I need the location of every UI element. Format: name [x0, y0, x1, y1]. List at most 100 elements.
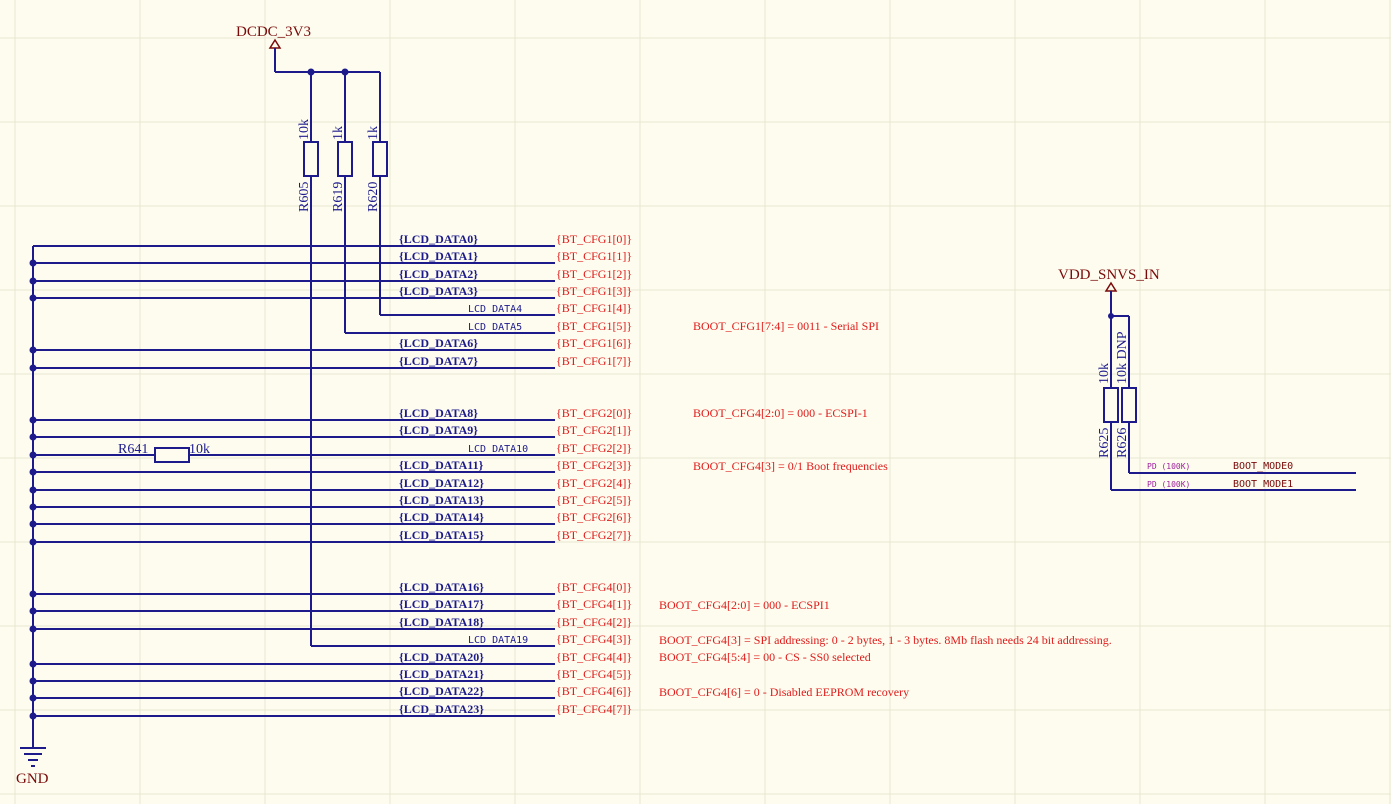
net-row: LCD_DATA19{BT_CFG4[3]}: [311, 632, 632, 647]
net-row: {LCD_DATA12} {BT_CFG2[4]}: [29, 476, 632, 494]
junction-dot: [29, 694, 37, 702]
net-row: {LCD_DATA22} {BT_CFG4[6]}: [29, 684, 632, 702]
net-row: {LCD_DATA3} {BT_CFG1[3]}: [29, 284, 632, 302]
net-row: {LCD_DATA0} {BT_CFG1[0]}: [33, 232, 632, 247]
net-row: LCD_DATA5 {BT_CFG1[5]}: [345, 319, 632, 334]
net-row: {LCD_DATA8} {BT_CFG2[0]}: [29, 406, 632, 424]
port-label[interactable]: {BT_CFG1[3]}: [556, 284, 632, 298]
boot-mode0-pd: PD (100K): [1147, 462, 1190, 471]
net-label: {LCD_DATA23}: [399, 702, 484, 716]
net-row: {LCD_DATA6}{BT_CFG1[6]}: [29, 336, 632, 354]
gnd-symbol: GND: [16, 747, 49, 787]
port-label[interactable]: {BT_CFG1[2]}: [556, 267, 632, 281]
port-label[interactable]: {BT_CFG4[4]}: [556, 650, 632, 664]
net-row: {LCD_DATA21} {BT_CFG4[5]}: [29, 667, 632, 685]
junction-dot: [29, 451, 37, 459]
port-label[interactable]: {BT_CFG1[1]}: [556, 249, 632, 263]
resistor-r626[interactable]: 10k DNP R626: [1115, 331, 1137, 473]
port-label[interactable]: {BT_CFG2[2]}: [556, 441, 632, 455]
net-label: {LCD_DATA14}: [399, 510, 484, 524]
junction-dot: [29, 364, 37, 372]
net-row: {LCD_DATA16}{BT_CFG4[0]}: [29, 580, 632, 598]
junction-dot: [29, 486, 37, 494]
port-label[interactable]: {BT_CFG4[5]}: [556, 667, 632, 681]
net-label: {LCD_DATA0}: [399, 232, 478, 246]
net-label: LCD_DATA5: [468, 322, 522, 333]
net-row: {LCD_DATA14} {BT_CFG2[6]}: [29, 510, 632, 528]
port-label[interactable]: {BT_CFG2[7]}: [556, 528, 632, 542]
net-row: {LCD_DATA17} {BT_CFG4[1]}: [29, 597, 632, 615]
port-label[interactable]: {BT_CFG1[7]}: [556, 354, 632, 368]
r626-value: 10k DNP: [1115, 331, 1130, 384]
r619-ref: R619: [331, 182, 346, 212]
port-label[interactable]: {BT_CFG1[0]}: [556, 232, 632, 246]
junction-dot: [1108, 313, 1114, 319]
net-label: {LCD_DATA2}: [399, 267, 478, 281]
net-label: {LCD_DATA12}: [399, 476, 484, 490]
power-arrow-icon: [268, 38, 282, 49]
port-label[interactable]: {BT_CFG2[1]}: [556, 423, 632, 437]
net-label: {LCD_DATA8}: [399, 406, 478, 420]
r620-ref: R620: [366, 182, 381, 212]
vdd-snvs-label: VDD_SNVS_IN: [1058, 267, 1160, 283]
note-cfg4-b: BOOT_CFG4[3] = SPI addressing: 0 - 2 byt…: [659, 633, 1112, 647]
r626-ref: R626: [1115, 428, 1130, 458]
port-label[interactable]: {BT_CFG4[3]}: [556, 632, 632, 646]
net-row: {LCD_DATA15} {BT_CFG2[7]}: [29, 528, 632, 546]
junction-dot: [29, 346, 37, 354]
net-label: {LCD_DATA9}: [399, 423, 478, 437]
r625-value: 10k: [1097, 363, 1112, 384]
net-row: {LCD_DATA2} {BT_CFG1[2]}: [29, 267, 632, 285]
net-label: {LCD_DATA21}: [399, 667, 484, 681]
port-label[interactable]: {BT_CFG2[3]}: [556, 458, 632, 472]
port-label[interactable]: {BT_CFG4[2]}: [556, 615, 632, 629]
net-row: LCD_DATA4 {BT_CFG1[4]}: [380, 301, 632, 316]
resistor-r605[interactable]: 10k R605: [297, 72, 319, 646]
net-label: {LCD_DATA22}: [399, 684, 484, 698]
net-label: {LCD_DATA17}: [399, 597, 484, 611]
port-label[interactable]: {BT_CFG1[5]}: [556, 319, 632, 333]
junction-dot: [29, 503, 37, 511]
r619-value: 1k: [331, 126, 346, 140]
resistor-r641[interactable]: R641 10k: [118, 442, 210, 463]
port-label[interactable]: {BT_CFG1[6]}: [556, 336, 632, 350]
resistor-r619[interactable]: 1k R619: [331, 72, 353, 333]
junction-dot: [29, 607, 37, 615]
port-label[interactable]: {BT_CFG2[4]}: [556, 476, 632, 490]
port-label[interactable]: {BT_CFG4[1]}: [556, 597, 632, 611]
port-label[interactable]: {BT_CFG2[5]}: [556, 493, 632, 507]
note-cfg2-a: BOOT_CFG4[2:0] = 000 - ECSPI-1: [693, 406, 868, 420]
r625-ref: R625: [1097, 428, 1112, 458]
port-label[interactable]: {BT_CFG1[4]}: [556, 301, 632, 315]
port-label[interactable]: {BT_CFG2[0]}: [556, 406, 632, 420]
boot-mode1-label: BOOT_MODE1: [1233, 479, 1293, 490]
junction-dot: [29, 625, 37, 633]
junction-dot: [29, 677, 37, 685]
note-cfg4-d: BOOT_CFG4[6] = 0 - Disabled EEPROM recov…: [659, 685, 909, 699]
port-label[interactable]: {BT_CFG4[6]}: [556, 684, 632, 698]
port-label[interactable]: {BT_CFG4[0]}: [556, 580, 632, 594]
boot-mode0-label: BOOT_MODE0: [1233, 461, 1293, 472]
junction-dot: [29, 590, 37, 598]
net-label: {LCD_DATA3}: [399, 284, 478, 298]
net-label: {LCD_DATA11}: [399, 458, 484, 472]
net-row: {LCD_DATA11} {BT_CFG2[3]}: [29, 458, 632, 476]
junction-dot: [29, 468, 37, 476]
junction-dot: [29, 520, 37, 528]
net-rows: {LCD_DATA0}{BT_CFG1[0]}{LCD_DATA1}{BT_CF…: [29, 232, 632, 720]
dcdc-3v3-power-symbol: DCDC_3V3: [236, 24, 311, 72]
net-label: {LCD_DATA13}: [399, 493, 484, 507]
junction-dot: [29, 259, 37, 267]
port-label[interactable]: {BT_CFG2[6]}: [556, 510, 632, 524]
port-label[interactable]: {BT_CFG4[7]}: [556, 702, 632, 716]
net-label: {LCD_DATA18}: [399, 615, 484, 629]
resistor-r625[interactable]: 10k R625: [1097, 363, 1119, 490]
resistor-r620[interactable]: 1k R620: [366, 72, 388, 315]
note-cfg4-a: BOOT_CFG4[2:0] = 000 - ECSPI1: [659, 598, 830, 612]
note-cfg2-b: BOOT_CFG4[3] = 0/1 Boot frequencies: [693, 459, 888, 473]
net-label: LCD_DATA4: [468, 304, 522, 315]
dcdc-3v3-label: DCDC_3V3: [236, 24, 311, 40]
net-label: {LCD_DATA15}: [399, 528, 484, 542]
boot-mode1-pd: PD (100K): [1147, 480, 1190, 489]
